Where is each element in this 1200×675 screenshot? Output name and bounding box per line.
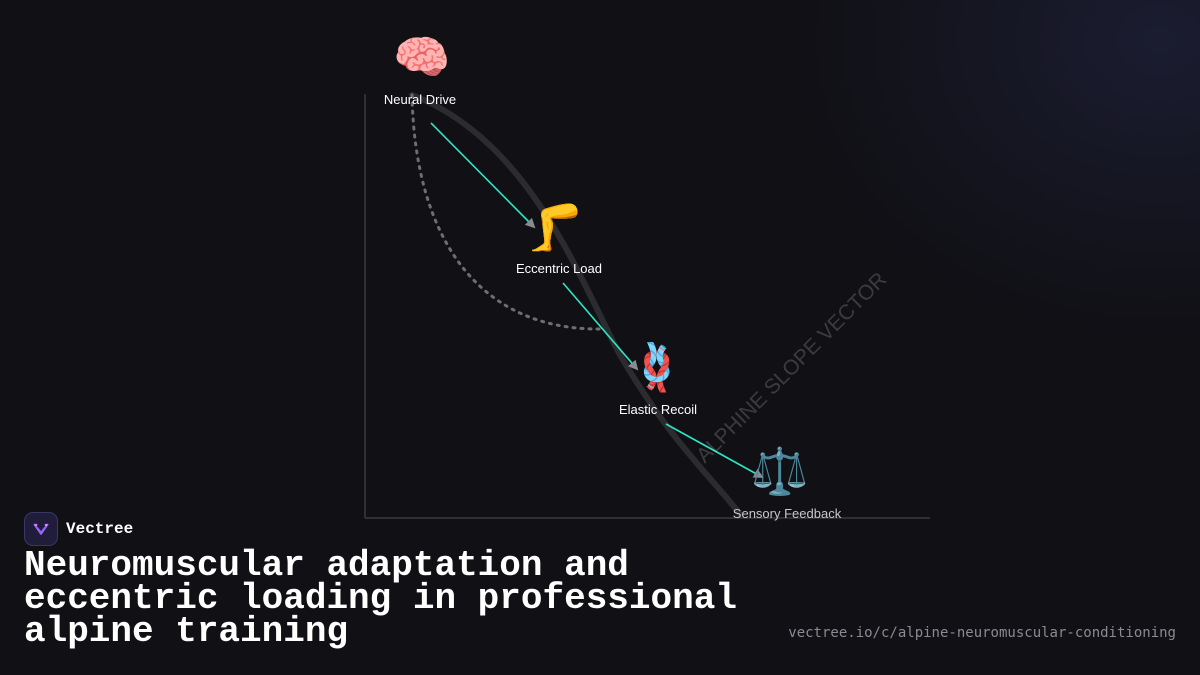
arrow-eccentric-to-elastic — [562, 282, 639, 371]
vectree-logo-icon — [24, 512, 58, 546]
knot-icon: 🪢 — [628, 340, 686, 394]
leg-icon: 🦵 — [526, 200, 584, 254]
node-label-sensory-feedback: Sensory Feedback — [732, 506, 842, 521]
brand-name: Vectree — [66, 520, 134, 538]
brand: Vectree — [24, 512, 133, 546]
node-label-eccentric-load: Eccentric Load — [516, 261, 602, 276]
arrow-elastic-to-sensory — [665, 423, 764, 478]
feedback-dotted-curve — [410, 93, 602, 331]
page-title: Neuromuscular adaptation and eccentric l… — [24, 545, 737, 652]
node-label-neural-drive: Neural Drive — [383, 92, 457, 107]
source-url: vectree.io/c/alpine-neuromuscular-condit… — [788, 625, 1176, 641]
node-label-elastic-recoil: Elastic Recoil — [618, 402, 698, 417]
brain-icon: 🧠 — [393, 30, 451, 84]
arrow-neural-to-eccentric — [430, 122, 536, 229]
balance-scale-icon: ⚖️ — [751, 444, 809, 498]
